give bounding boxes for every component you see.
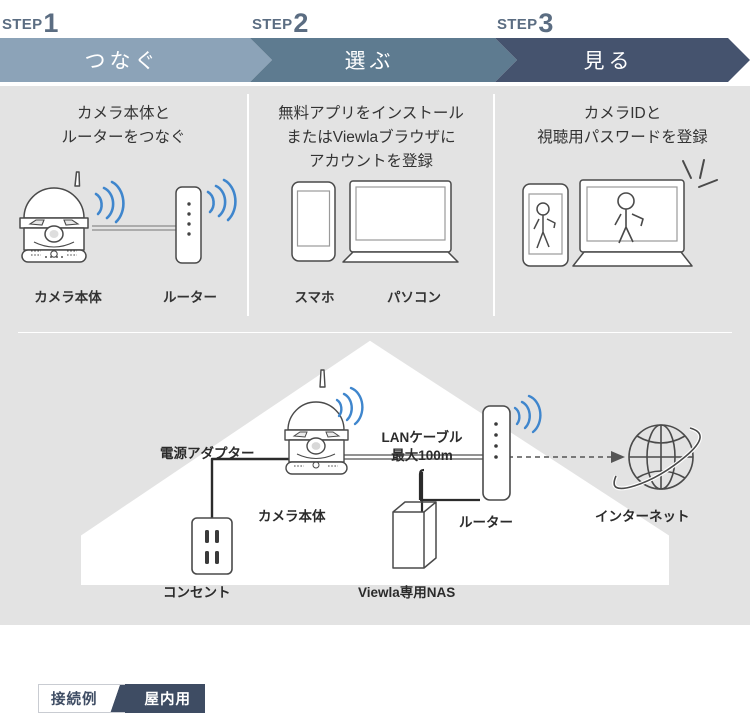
person-figure-icon — [614, 192, 644, 244]
caption-camera-body: カメラ本体 — [34, 290, 102, 305]
badge-left-label: 接続例 — [38, 684, 110, 713]
steps-content-panels: カメラ本体と ルーターをつなぐ — [0, 86, 750, 322]
step-number-2: 2 — [293, 8, 309, 38]
label-nas: Viewla専用NAS — [358, 585, 456, 600]
wifi-waves-icon — [335, 386, 364, 426]
step-word-2: STEP — [252, 16, 293, 33]
panel-heading-1: カメラ本体と ルーターをつなぐ — [61, 105, 186, 147]
power-outlet-icon — [191, 517, 233, 575]
wifi-waves-icon — [513, 394, 542, 434]
step-label-1: STEP1 — [2, 8, 59, 39]
smartphone-icon — [291, 181, 336, 262]
section-divider — [18, 332, 732, 333]
step-title-1: つなぐ — [84, 50, 160, 73]
step-number-1: 1 — [43, 8, 59, 38]
panel-heading-2: 無料アプリをインストール またはViewlaブラウザに アカウントを登録 — [278, 105, 464, 171]
panel-divider-2 — [493, 94, 495, 316]
globe-icon — [612, 424, 702, 491]
caption-smartphone: スマホ — [294, 290, 335, 305]
indoor-wiring-diagram — [191, 369, 702, 575]
arrow-right-icon — [611, 451, 625, 463]
laptop-icon — [572, 179, 693, 267]
router-icon — [175, 186, 202, 264]
panel-step-1: カメラ本体と ルーターをつなぐ — [0, 86, 247, 322]
step-band-1: つなぐ — [0, 38, 272, 82]
laptop-icon — [342, 180, 459, 263]
dome-camera-icon — [19, 171, 89, 263]
wifi-waves-icon — [206, 178, 237, 222]
step-title-2: 選ぶ — [344, 50, 395, 73]
connection-example-section: 接続例 屋内用 電源アダプター カメラ本体 コンセント LANケーブル 最大10… — [0, 322, 750, 713]
step-band-3: 見る — [495, 38, 750, 82]
panel-heading-3: カメラIDと 視聴用パスワードを登録 — [537, 105, 708, 147]
smartphone-icon — [522, 183, 569, 267]
nas-box-icon — [392, 501, 437, 569]
panel-step-2: 無料アプリをインストール またはViewlaブラウザに アカウントを登録 スマホ… — [249, 86, 493, 322]
badge-right-label: 屋内用 — [124, 684, 205, 713]
caption-router: ルーター — [163, 290, 217, 305]
step-label-3: STEP3 — [497, 8, 554, 39]
step-number-3: 3 — [538, 8, 554, 38]
step-band-2: 選ぶ — [250, 38, 517, 82]
sparkle-lines-icon — [682, 159, 718, 188]
step-word-3: STEP — [497, 16, 538, 33]
caption-pc: パソコン — [387, 290, 441, 305]
step-label-2: STEP2 — [252, 8, 309, 39]
steps-header: STEP1 STEP2 STEP3 つなぐ 選ぶ 見る — [0, 0, 750, 86]
label-router: ルーター — [459, 515, 513, 530]
router-icon — [482, 405, 511, 501]
step-title-3: 見る — [583, 50, 634, 73]
step1-illustration — [19, 171, 237, 264]
panel-step-3: カメラIDと 視聴用パスワードを登録 — [495, 86, 750, 322]
step2-illustration — [291, 180, 459, 263]
step-word-1: STEP — [2, 16, 43, 33]
badge-wedge — [109, 684, 126, 713]
label-internet: インターネット — [595, 509, 690, 524]
panel-divider-1 — [247, 94, 249, 316]
label-power-adapter: 電源アダプター — [160, 446, 255, 461]
connection-example-badge: 接続例 屋内用 — [38, 684, 205, 713]
person-figure-icon — [533, 202, 556, 249]
step3-illustration — [522, 159, 718, 267]
label-lan-cable: LANケーブル 最大100m — [381, 430, 463, 463]
wifi-waves-icon — [94, 180, 125, 224]
label-outlet: コンセント — [163, 585, 231, 600]
label-camera-body: カメラ本体 — [258, 509, 326, 524]
